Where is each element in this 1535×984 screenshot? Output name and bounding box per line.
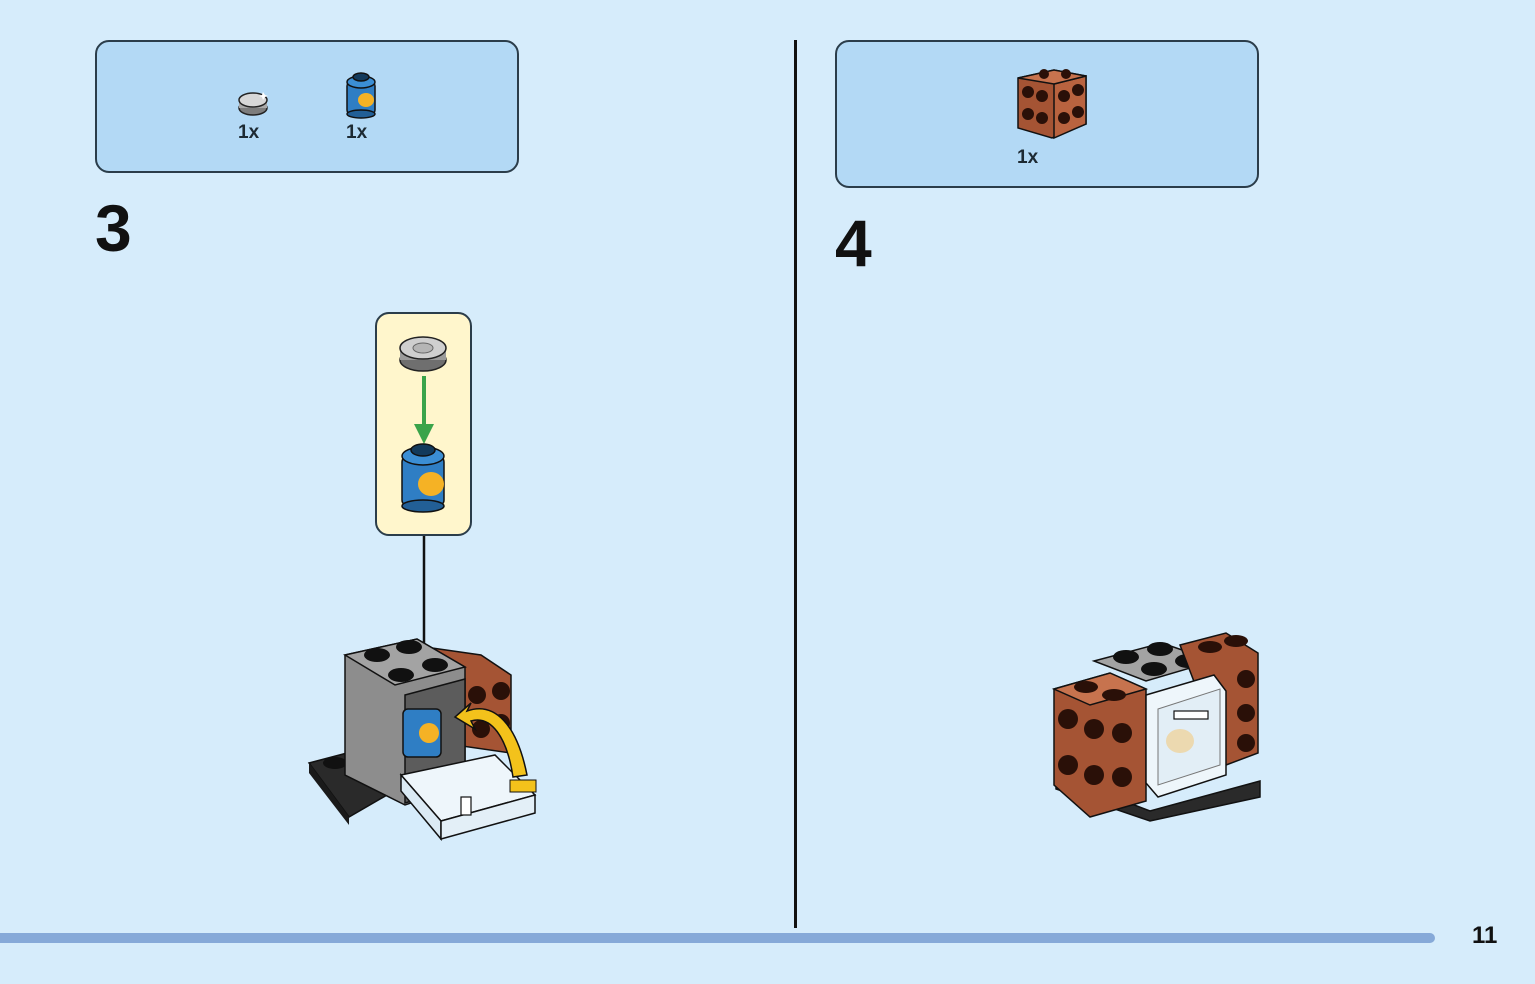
step-3-assembly-model — [307, 638, 537, 842]
silver-round-tile-icon — [399, 336, 447, 372]
page-number: 11 — [1472, 922, 1498, 949]
footer-bar — [0, 933, 1435, 943]
blue-printed-round-brick-icon — [346, 72, 376, 119]
green-arrow-icon — [414, 376, 434, 444]
parts-list-step-3 — [95, 40, 519, 173]
part-qty-step3-2: 1x — [346, 122, 368, 143]
blue-printed-round-brick-icon — [401, 443, 445, 513]
silver-round-tile-icon — [238, 92, 268, 116]
step-number: 3 — [95, 191, 132, 265]
step-number: 4 — [835, 206, 872, 280]
part-qty-step3-1: 1x — [238, 122, 260, 143]
part-qty-step4-1: 1x — [1017, 147, 1039, 168]
step-divider — [794, 40, 797, 928]
step-4-assembly-model — [1051, 632, 1261, 822]
brown-studs-on-sides-brick-icon — [1017, 69, 1087, 140]
